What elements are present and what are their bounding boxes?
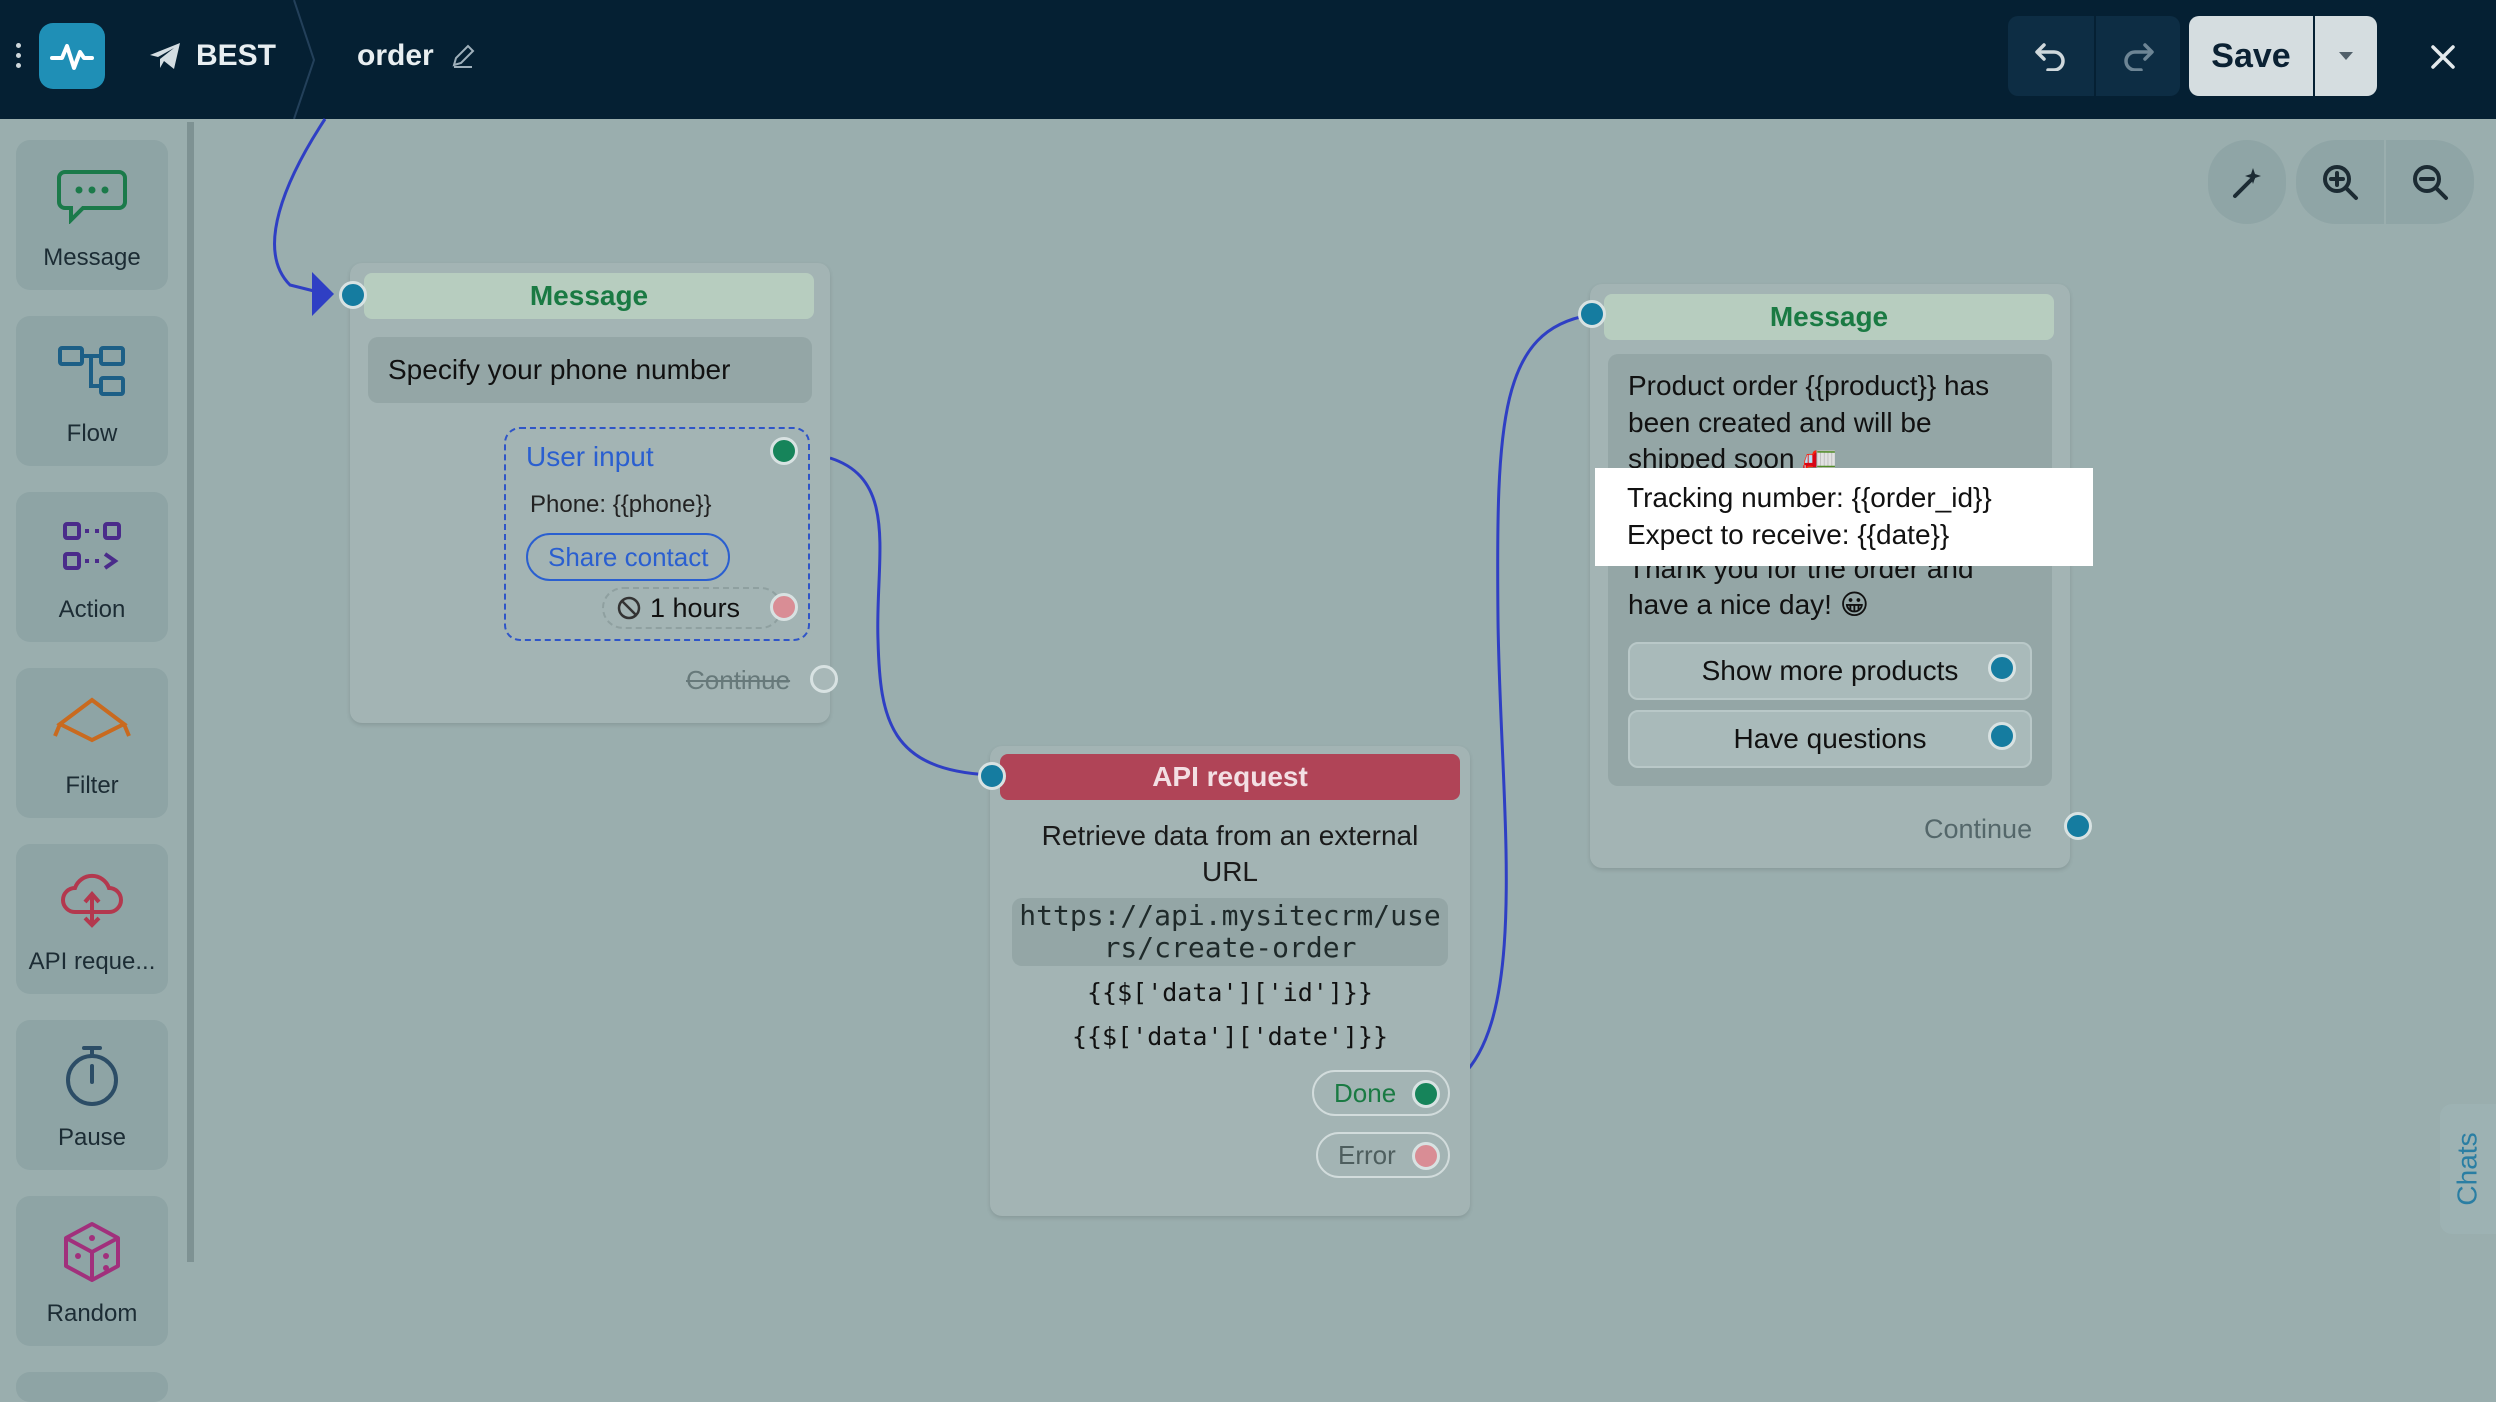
api-request-node[interactable]: API request Retrieve data from an extern… — [990, 746, 1470, 1216]
message-node-phone[interactable]: Message Specify your phone number User i… — [350, 263, 838, 723]
sidebar-item-message[interactable]: Message — [16, 140, 168, 290]
no-entry-icon — [617, 596, 641, 620]
api-description: Retrieve data from an external URL — [990, 818, 1470, 890]
chats-tab-label: Chats — [2452, 1132, 2483, 1206]
show-more-products-button[interactable]: Show more products — [1628, 642, 2032, 700]
bot-name: BEST — [196, 39, 277, 72]
sidebar-item-filter[interactable]: Filter — [16, 668, 168, 818]
message-text[interactable]: Specify your phone number — [368, 337, 812, 403]
api-request-icon — [61, 873, 123, 928]
undo-icon — [2035, 43, 2065, 71]
auto-arrange-button[interactable] — [2208, 140, 2286, 224]
user-input-variable: Phone: {{phone}} — [530, 491, 712, 518]
redo-icon — [2124, 43, 2154, 71]
sidebar-item-random[interactable]: Random — [16, 1196, 168, 1346]
sidebar-item-label: Pause — [57, 1124, 127, 1151]
sidebar-item-api-request[interactable]: API reque... — [16, 844, 168, 994]
telegram-icon — [150, 43, 180, 69]
undo-button[interactable] — [2008, 16, 2094, 96]
api-node-input-port[interactable] — [978, 762, 1006, 790]
error-branch[interactable]: Error — [1316, 1132, 1450, 1178]
sidebar-item-label: Action — [58, 596, 126, 623]
sidebar-item-label: Flow — [66, 420, 118, 447]
response-variable: {{$['data']['id']}} — [1087, 978, 1373, 1007]
filter-icon — [53, 697, 131, 743]
chats-tab[interactable]: Chats — [2440, 1104, 2496, 1234]
done-label: Done — [1334, 1077, 1397, 1108]
api-url-line: rs/create-order — [1103, 931, 1357, 964]
zoom-out-icon — [2413, 165, 2448, 200]
app-logo[interactable] — [39, 23, 105, 89]
highlighted-lines: Tracking number: {{order_id}} Expect to … — [1627, 480, 1992, 553]
random-icon — [64, 1222, 120, 1282]
flow-icon — [58, 346, 125, 396]
sidebar-item-pause[interactable]: Pause — [16, 1020, 168, 1170]
save-options-button[interactable] — [2315, 16, 2377, 96]
redo-button[interactable] — [2096, 16, 2180, 96]
node-header: API request — [1000, 754, 1460, 800]
node-header: Message — [364, 273, 814, 319]
close-icon — [2431, 45, 2455, 69]
message-line: Expect to receive: {{date}} — [1627, 518, 1950, 550]
sidebar-item-label: Filter — [65, 772, 119, 799]
bot-breadcrumb[interactable]: BEST — [148, 34, 276, 78]
message-line: have a nice day! 😀 — [1628, 589, 1869, 620]
save-button[interactable]: Save — [2189, 16, 2313, 96]
magic-wand-icon — [2233, 168, 2261, 198]
api-description-line: URL — [1201, 856, 1258, 887]
button-output-port[interactable] — [1988, 654, 2016, 682]
zoom-in-button[interactable] — [2296, 140, 2384, 224]
message-line: Product order {{product}} has — [1628, 370, 1990, 401]
user-input-title: User input — [526, 441, 654, 472]
message-line: been created and will be — [1628, 406, 1932, 438]
action-icon — [63, 522, 121, 570]
timeout-output-port[interactable] — [770, 593, 798, 621]
node-header: Message — [1604, 294, 2054, 340]
sidebar-item-flow[interactable]: Flow — [16, 316, 168, 466]
continue-output-port[interactable] — [810, 665, 838, 693]
pause-icon — [66, 1046, 118, 1106]
breadcrumb-separator — [293, 0, 316, 119]
api-url-line: https://api.mysitecrm/use — [1019, 899, 1441, 932]
message-node-order[interactable]: Message Product order {{product}} has be… — [1590, 284, 2092, 868]
timeout-badge[interactable]: 1 hours — [602, 587, 782, 629]
done-output-port[interactable] — [1412, 1080, 1440, 1108]
sidebar-item-action[interactable]: Action — [16, 492, 168, 642]
pulse-icon — [50, 44, 94, 70]
zoom-in-icon — [2323, 165, 2358, 200]
chevron-down-icon — [2339, 52, 2353, 60]
continue-label: Continue — [1924, 814, 2033, 844]
error-label: Error — [1338, 1139, 1396, 1170]
user-input-output-port[interactable] — [770, 437, 798, 465]
share-contact-button[interactable]: Share contact — [526, 533, 731, 581]
message-node-input-port[interactable] — [339, 281, 367, 309]
top-bar: BEST order Save — [0, 0, 2496, 119]
api-url[interactable]: https://api.mysitecrm/use rs/create-orde… — [1012, 898, 1448, 966]
message-text[interactable]: Product order {{product}} has been creat… — [1608, 354, 2052, 786]
sidebar-item-label: API reque... — [28, 948, 156, 975]
message-icon — [57, 170, 127, 224]
message-line: Tracking number: {{order_id}} — [1627, 482, 1992, 513]
continue-label: Continue — [686, 665, 791, 695]
have-questions-button[interactable]: Have questions — [1628, 710, 2032, 768]
sidebar-item-label: Random — [46, 1300, 138, 1327]
message-node-input-port[interactable] — [1578, 300, 1606, 328]
response-variable: {{$['data']['date']}} — [1071, 1022, 1389, 1051]
flow-name: order — [357, 39, 434, 72]
zoom-out-button[interactable] — [2386, 140, 2474, 224]
api-description-line: Retrieve data from an external — [1041, 820, 1419, 851]
menu-dots-icon[interactable] — [10, 38, 26, 82]
highlight-overlay: Tracking number: {{order_id}} Expect to … — [1595, 468, 2093, 566]
close-button[interactable] — [2412, 26, 2474, 88]
flow-title[interactable]: order — [357, 34, 476, 78]
error-output-port[interactable] — [1412, 1142, 1440, 1170]
sidebar-item-label: Message — [43, 244, 141, 271]
user-input-block[interactable]: User input Phone: {{phone}} Share contac… — [504, 427, 810, 641]
button-output-port[interactable] — [1988, 722, 2016, 750]
continue-output-port[interactable] — [2064, 812, 2092, 840]
timeout-value: 1 hours — [650, 592, 741, 623]
edit-pencil-icon[interactable] — [450, 43, 476, 69]
sidebar-scrollbar[interactable] — [187, 122, 194, 1262]
